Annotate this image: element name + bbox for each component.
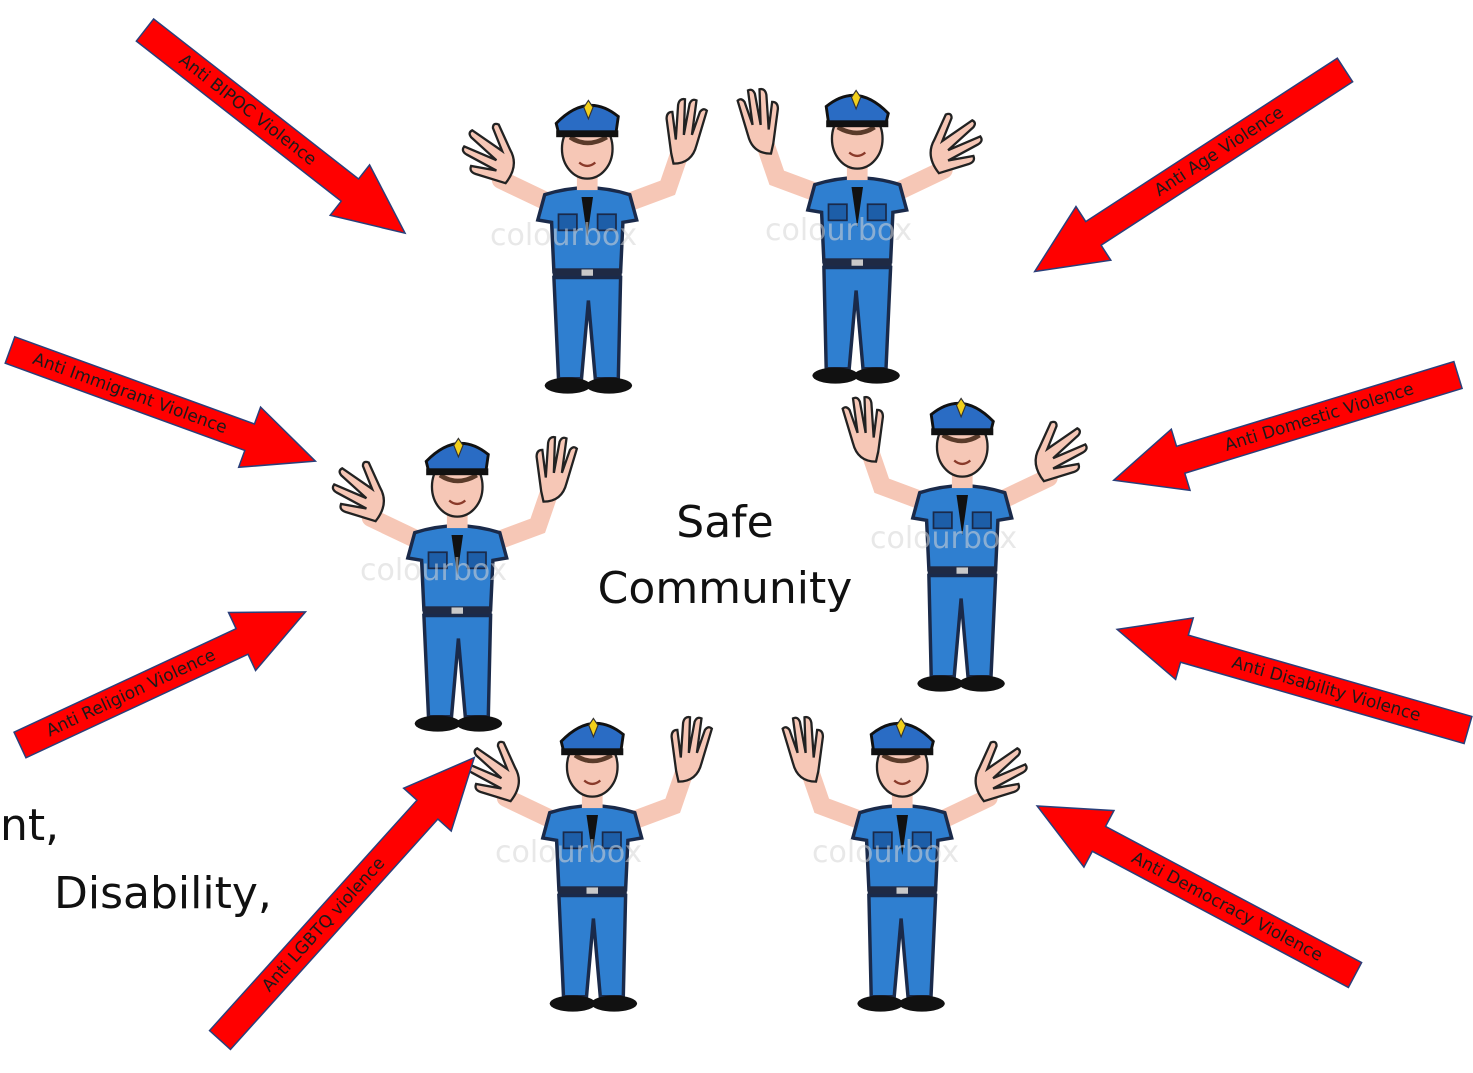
watermark-text: colourbox — [870, 521, 1017, 556]
watermark-text: colourbox — [360, 553, 507, 588]
cropped-text-line1: nt, — [0, 800, 59, 851]
watermark-text: colourbox — [765, 213, 912, 248]
watermark-text: colourbox — [812, 835, 959, 870]
center-label-line1: Safe — [560, 490, 890, 556]
cropped-text-line2: Disability, — [54, 868, 272, 919]
center-label: Safe Community — [560, 490, 890, 622]
center-label-line2: Community — [560, 556, 890, 622]
watermark-text: colourbox — [495, 835, 642, 870]
watermark-text: colourbox — [490, 218, 637, 253]
